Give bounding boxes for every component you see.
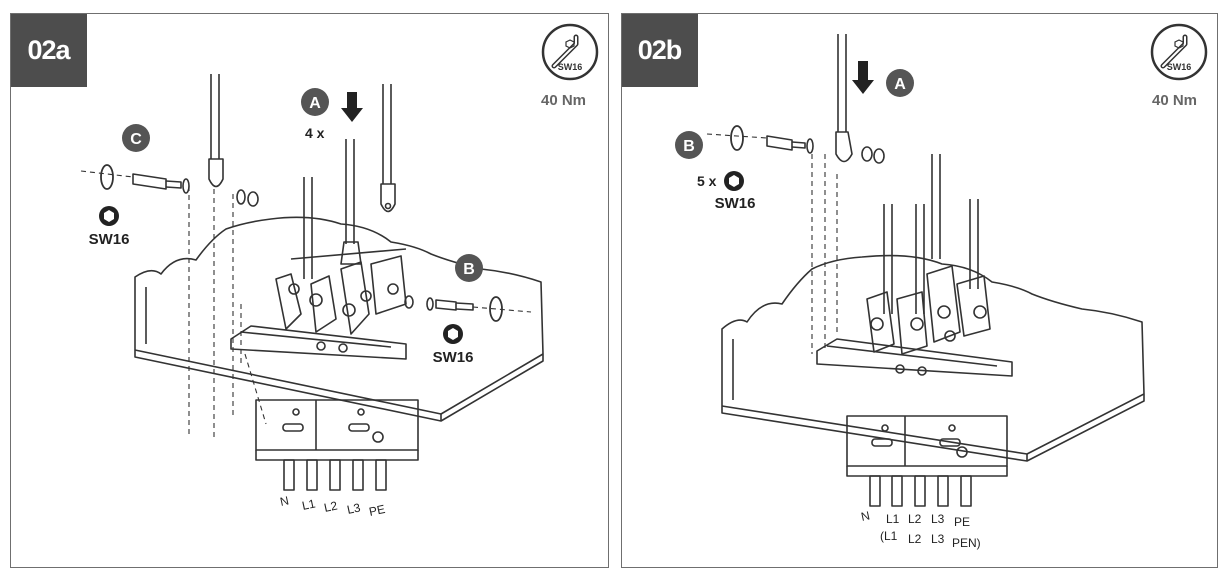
svg-text:B: B xyxy=(683,138,695,155)
terminal-label: L1 xyxy=(301,496,317,513)
terminal-label: L1 xyxy=(886,512,900,526)
svg-text:B: B xyxy=(463,261,475,278)
assembly-drawing: A B C 4 x SW16 SW16 N L1 L2 L3 PE xyxy=(80,74,544,519)
down-arrow-icon xyxy=(852,61,874,94)
step-a-marker: A xyxy=(886,69,914,97)
terminal-label: L3 xyxy=(931,512,945,526)
svg-text:A: A xyxy=(309,95,321,112)
terminal-label: PE xyxy=(954,515,970,529)
hex-nut-icon xyxy=(724,171,744,191)
hex-nut-icon xyxy=(99,206,119,226)
terminal-alt-label: PEN) xyxy=(952,536,981,550)
quantity-label: 4 x xyxy=(305,125,325,141)
step-tag: 02b xyxy=(622,14,698,87)
torque-label: 40 Nm xyxy=(1152,92,1198,109)
tool-size-label: SW16 xyxy=(558,62,583,72)
terminal-label: L2 xyxy=(908,512,922,526)
svg-text:C: C xyxy=(130,131,142,148)
hex-nut-icon xyxy=(443,324,463,344)
step-b-marker: B xyxy=(675,131,703,159)
step-c-marker: C xyxy=(122,124,150,152)
terminal-alt-label: (L1 xyxy=(880,529,898,543)
terminal-label: N xyxy=(279,493,290,508)
panel-02a: 02a SW16 40 Nm xyxy=(10,13,609,568)
terminal-label: L3 xyxy=(346,500,362,517)
wrench-icon: SW16 xyxy=(541,23,599,81)
down-arrow-icon xyxy=(341,92,363,122)
assembly-drawing: A B 5 x SW16 N L1 L2 L3 PE (L1 L2 L3 PEN… xyxy=(675,34,1145,550)
wrench-icon: SW16 xyxy=(1150,23,1208,81)
tool-size-label: SW16 xyxy=(1167,62,1192,72)
step-b-marker: B xyxy=(455,254,483,282)
wrench-size-label: SW16 xyxy=(715,195,756,212)
torque-label: 40 Nm xyxy=(541,92,587,109)
terminal-label: PE xyxy=(368,502,387,519)
terminal-label: L2 xyxy=(323,498,339,515)
wrench-size-label: SW16 xyxy=(433,349,474,366)
panel-02b: 02b SW16 40 Nm xyxy=(621,13,1218,568)
terminal-label: N xyxy=(860,508,871,523)
step-a-marker: A xyxy=(301,88,329,116)
svg-text:A: A xyxy=(894,76,906,93)
terminal-alt-label: L2 xyxy=(908,532,922,546)
step-tag: 02a xyxy=(11,14,87,87)
terminal-alt-label: L3 xyxy=(931,532,945,546)
quantity-label: 5 x xyxy=(697,173,717,189)
wrench-size-label: SW16 xyxy=(89,231,130,248)
